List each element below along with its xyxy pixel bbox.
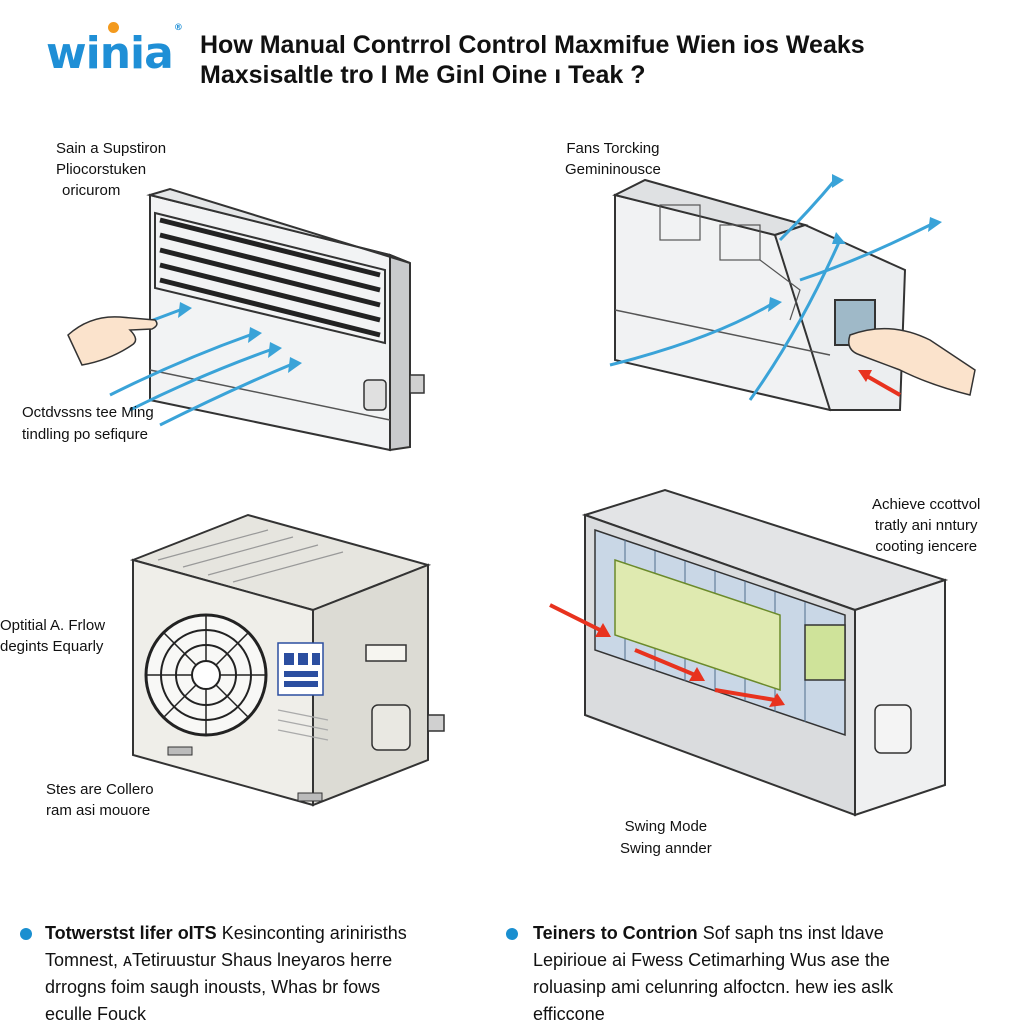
bullet-line: efficcone [533,1004,605,1024]
bullet-first-line: Teiners to Contrion Sof saph tns inst ld… [533,920,993,947]
bullet-line: eculle Fouck [45,1004,147,1024]
callout-swing-mode: Swing Mode Swing annder [620,816,712,860]
bullet-line: Sof saph tns inst ldave [702,923,884,943]
bullet-first-line: Totwerstst lifer oITS Kesinconting arini… [45,920,485,947]
fan-grille-icon [144,613,268,737]
bullet-block-left: Totwerstst lifer oITS Kesinconting arini… [45,920,485,1028]
callout-line: ram asi mouore [46,802,151,819]
callout-line: Pliocorstuken [56,161,147,178]
callout-line: Achieve ccottvol [872,496,981,513]
callout-line: cooting iencere [875,538,978,555]
brand-logo: winia® [46,22,183,79]
callout-line: Gemininousce [565,161,661,178]
cutaway-indoor-unit-illustration [609,174,976,412]
swing-mode-title: Swing Mode [624,818,708,835]
outdoor-unit-illustration [129,513,445,807]
page-title: How Manual Contrrol Control Maxmifue Wie… [200,30,1000,90]
cutaway-coil-illustration [549,488,949,817]
callout-top-right-2: Achieve ccottvol tratly ani nntury cooti… [872,494,980,557]
callout-line: Octdvssns tee Ming [22,404,154,421]
logo-dot-icon [108,22,119,33]
hand-icon [848,327,976,396]
bullet-lead: Teiners to Contrion [533,923,698,943]
hand-icon [67,316,158,366]
callout-line: Sain a Supstiron [56,140,167,157]
bullet-line: roluasinp ami celunring alfoctcn. hew ie… [533,977,894,997]
bullet-dot-icon [20,928,32,940]
bullet-dot-icon [506,928,518,940]
callout-top-right: Fans Torcking Gemininousce [565,138,661,180]
logo-text: winia [46,28,174,79]
callout-line: tindling po sefiqure [22,426,148,443]
airflow-arrow-icon [609,179,931,401]
callout-line: Fans Torcking [566,140,660,157]
bullet-block-right: Teiners to Contrion Sof saph tns inst ld… [533,920,993,1028]
title-line-2: Maxsisaltle tro I Me Ginl Oine ı Teak ? [200,61,646,89]
bullet-line: Kesinconting arinirisths [221,923,407,943]
swing-mode-sub: Swing annder [620,840,712,857]
logo-registered-mark: ® [173,23,183,34]
title-line-1: How Manual Contrrol Control Maxmifue Wie… [200,31,865,59]
callout-top-left: Sain a Supstiron Pliocorstuken oricurom [56,138,166,201]
callout-line: oricurom [62,182,121,199]
heat-arrow-icon [549,603,776,702]
bullet-lead: Totwerstst lifer oITS [45,923,217,943]
bullet-line: drrogns foim saugh inousts, Whas br fows [45,977,381,997]
callout-bottom-left-1: Octdvssns tee Ming tindling po sefiqure [22,402,154,446]
bullet-line: Lepirioue ai Fwess Cetimarhing Wus ase t… [533,950,890,970]
callout-line: degints Equarly [0,638,104,655]
callout-airflow-left: Optitial A. Frlow degints Equarly [0,615,105,657]
callout-bottom-left-2: Stes are Collero ram asi mouore [46,779,154,821]
callout-line: Optitial A. Frlow [0,617,106,634]
indoor-unit-illustration [67,187,425,452]
callout-line: Stes are Collero [46,781,154,798]
heat-arrow-icon [864,373,901,397]
bullet-line: Tomnest, ᴀTetiruustur Shaus lneyaros her… [45,950,393,970]
callout-line: tratly ani nntury [874,517,978,534]
